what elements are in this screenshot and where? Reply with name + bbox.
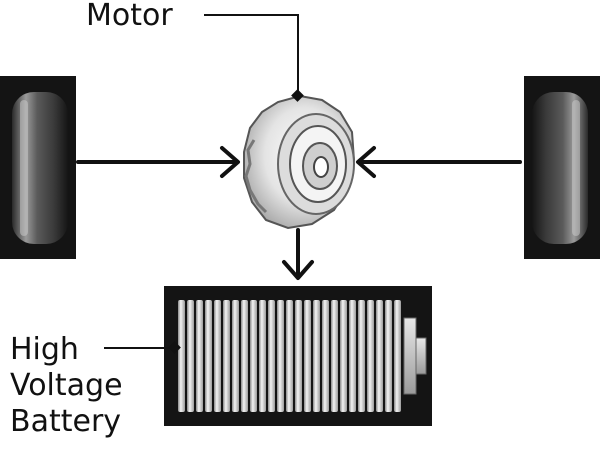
battery-fin (241, 300, 248, 412)
battery-fin (304, 300, 311, 412)
battery-fin (232, 300, 239, 412)
left-wheel-to-motor-arrow (76, 146, 240, 178)
battery-fin (277, 300, 284, 412)
battery-fin (205, 300, 212, 412)
battery-fin (214, 300, 221, 412)
battery-fin (178, 300, 185, 412)
battery-fin (385, 300, 392, 412)
battery-fin (367, 300, 374, 412)
motor-to-battery-arrow (282, 228, 314, 280)
high-voltage-battery-label: High Voltage Battery (10, 332, 123, 440)
battery-fin (313, 300, 320, 412)
battery-fin (286, 300, 293, 412)
battery-label-line-2: Voltage (10, 368, 123, 403)
battery-fin (349, 300, 356, 412)
battery-icon (164, 286, 432, 426)
battery-label-line-1: High (10, 332, 79, 367)
battery-fin (250, 300, 257, 412)
battery-fin (187, 300, 194, 412)
motor-leader-line (204, 14, 304, 102)
battery-fin (223, 300, 230, 412)
battery-leader-line (104, 341, 181, 354)
battery-fin (259, 300, 266, 412)
battery-fin (331, 300, 338, 412)
motor-label: Motor (86, 0, 173, 33)
battery-label-line-3: Battery (10, 404, 122, 439)
battery-fins (178, 300, 401, 412)
battery-fin (322, 300, 329, 412)
battery-fin (196, 300, 203, 412)
right-wheel-to-motor-arrow (356, 146, 522, 178)
battery-fin (376, 300, 383, 412)
battery-fin (340, 300, 347, 412)
battery-fin (358, 300, 365, 412)
right-wheel-icon (524, 76, 600, 259)
left-wheel-icon (0, 76, 76, 259)
battery-fin (268, 300, 275, 412)
battery-fin (394, 300, 401, 412)
battery-fin (295, 300, 302, 412)
motor-icon (243, 94, 356, 230)
